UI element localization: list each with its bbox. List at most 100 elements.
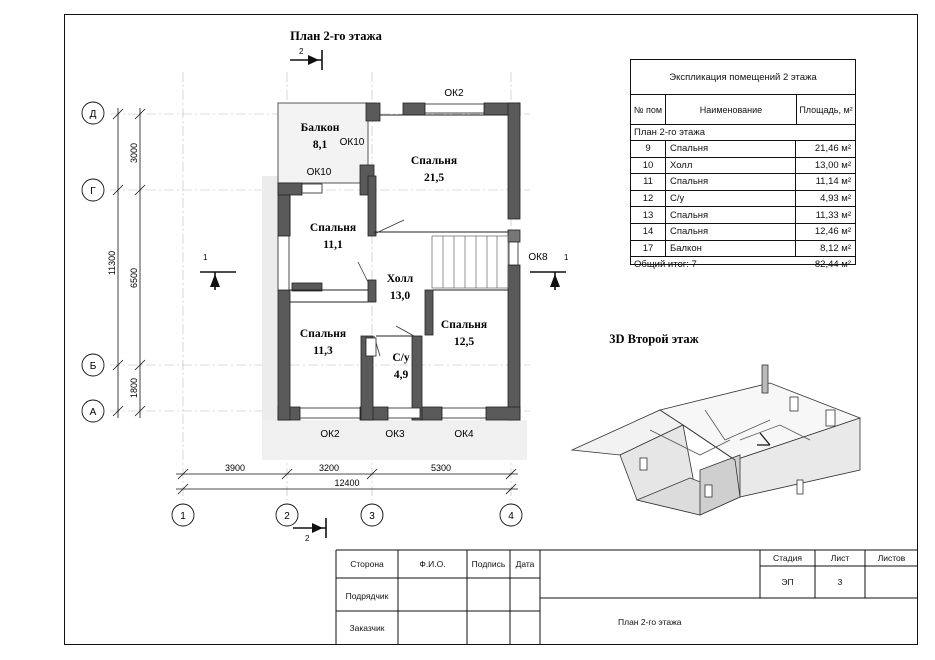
table-row: 11 Спальня 11,14 м² — [631, 174, 855, 191]
title-block-grid — [335, 549, 918, 645]
tb-stage-value: ЭП — [781, 577, 794, 587]
dim-bottom-3900: 3900 — [225, 463, 245, 473]
table-row: 14 Спальня 12,46 м² — [631, 223, 855, 241]
table-row: 10 Холл 13,00 м² — [631, 157, 855, 175]
tb-contractor-label: Подрядчик — [345, 590, 389, 601]
room-area-wc: 4,9 — [394, 369, 409, 381]
schedule-cell-name: Спальня — [666, 174, 796, 190]
schedule-cell-name: Спальня — [666, 141, 796, 157]
walls — [277, 102, 521, 421]
axis-bubbles — [81, 101, 523, 527]
schedule-col-area: Площадь, м² — [799, 104, 853, 115]
schedule-cell-num: 9 — [631, 141, 666, 157]
room-name-bedroom-11-1: Спальня — [310, 222, 356, 234]
schedule-total-area: 82,44 м² — [814, 259, 851, 271]
axis-label-a: А — [90, 407, 97, 418]
tb-drawing-name: План 2-го этажа — [618, 616, 682, 627]
opening-ok2-bottom: ОК2 — [320, 429, 340, 440]
schedule-cell-name: Спальня — [666, 223, 796, 240]
left-dimension-lines — [112, 108, 146, 418]
opening-ok10: ОК10 — [307, 167, 332, 178]
room-name-bedroom-11-3: Спальня — [300, 328, 346, 340]
section-arrow-icon — [210, 274, 220, 287]
plan-title: План 2-го этажа — [290, 29, 382, 43]
room-name-balcony: Балкон — [301, 122, 340, 134]
axis-label-b: Б — [90, 361, 97, 372]
schedule-cell-area: 21,46 м² — [814, 143, 851, 155]
isometric-3d-view — [570, 364, 862, 516]
schedule-cell-name: Балкон — [666, 240, 796, 257]
opening-ok3: ОК3 — [385, 429, 405, 440]
table-row: 13 Спальня 11,33 м² — [631, 207, 855, 224]
dim-left-1800: 1800 — [129, 378, 139, 398]
room-area-bedroom-11-3: 11,3 — [313, 345, 333, 357]
axis-label-3: 3 — [369, 511, 375, 522]
section-mark-1-right: 1 — [564, 253, 569, 262]
tb-date-label: Дата — [515, 559, 535, 569]
room-area-bedroom-21: 21,5 — [424, 172, 444, 184]
schedule-cell-num: 17 — [631, 240, 666, 257]
opening-ok8: ОК8 — [528, 252, 548, 263]
staircase — [431, 235, 509, 289]
dim-left-11300: 11300 — [107, 251, 117, 275]
schedule-total-label: Общий итог: 7 — [634, 259, 697, 271]
schedule-title: Экспликация помещений 2 этажа — [631, 60, 855, 95]
room-labels: Балкон 8,1 Спальня 21,5 Спальня 11,1 Хол… — [300, 122, 487, 381]
room-name-bedroom-21: Спальня — [411, 155, 457, 167]
dim-bottom-3200: 3200 — [319, 463, 339, 473]
sink-fixture — [365, 337, 377, 357]
table-row: 9 Спальня 21,46 м² — [631, 141, 855, 158]
schedule-cell-area: 11,14 м² — [815, 176, 851, 188]
table-row: 12 С/у 4,93 м² — [631, 190, 855, 208]
table-row: 17 Балкон 8,12 м² — [631, 240, 855, 258]
schedule-group-label: План 2-го этажа — [631, 125, 855, 141]
schedule-cell-name: Спальня — [666, 207, 796, 223]
schedule-cell-num: 14 — [631, 223, 666, 240]
section-arrow-icon — [312, 523, 323, 533]
tb-sheets-label: Листов — [877, 553, 906, 563]
balcony-area — [277, 102, 369, 184]
tb-customer-label: Заказчик — [349, 623, 385, 633]
axis-label-4: 4 — [508, 511, 514, 522]
schedule-cell-area: 13,00 м² — [814, 159, 851, 171]
tb-sheets-value — [865, 566, 918, 598]
tb-fio-label: Ф.И.О. — [419, 559, 446, 569]
section-arrow-icon — [550, 274, 560, 287]
schedule-col-num: № пом — [631, 95, 666, 124]
schedule-cell-num: 11 — [631, 174, 666, 190]
opening-ok10-balcony: ОК10 — [340, 137, 365, 148]
room-area-bedroom-11-1: 11,1 — [323, 239, 343, 251]
axis-label-d: Д — [90, 109, 97, 120]
axis-label-2: 2 — [284, 511, 290, 522]
schedule-cell-num: 10 — [631, 157, 666, 174]
dim-left-6500: 6500 — [129, 268, 139, 288]
schedule-cell-num: 13 — [631, 207, 666, 223]
dim-bottom-5300: 5300 — [431, 463, 451, 473]
tb-sheet-label: Лист — [830, 553, 850, 563]
drawing-frame — [64, 14, 918, 645]
axis-label-g: Г — [90, 186, 96, 197]
tb-signature-label: Подпись — [471, 559, 506, 569]
slab-shading — [262, 420, 527, 460]
room-name-hall: Холл — [387, 273, 414, 285]
schedule-cell-area: 4,93 м² — [820, 193, 851, 205]
schedule-total-row: Общий итог: 7 82,44 м² — [631, 257, 855, 272]
section-mark-1-left: 1 — [203, 253, 208, 262]
opening-ok4: ОК4 — [454, 429, 474, 440]
section-mark-2-bottom: 2 — [305, 534, 310, 543]
room-area-bedroom-12: 12,5 — [454, 336, 474, 348]
room-area-balcony: 8,1 — [313, 139, 328, 151]
axis-label-1: 1 — [180, 511, 186, 522]
room-area-hall: 13,0 — [390, 290, 410, 302]
room-name-bedroom-12: Спальня — [441, 319, 487, 331]
schedule-header-row: № пом Наименование Площадь, м² — [631, 95, 855, 125]
schedule-col-name: Наименование — [666, 95, 797, 124]
schedule-cell-name: С/у — [666, 190, 796, 207]
section-mark-2-top: 2 — [299, 47, 304, 56]
opening-labels: ОК2 ОК10 ОК10 ОК8 ОК2 ОК3 ОК4 — [307, 88, 548, 440]
tb-sheet-value: 3 — [837, 577, 843, 587]
dim-left-3000: 3000 — [129, 143, 139, 163]
schedule-cell-name: Холл — [666, 157, 796, 174]
bottom-dimension-lines — [176, 468, 518, 495]
